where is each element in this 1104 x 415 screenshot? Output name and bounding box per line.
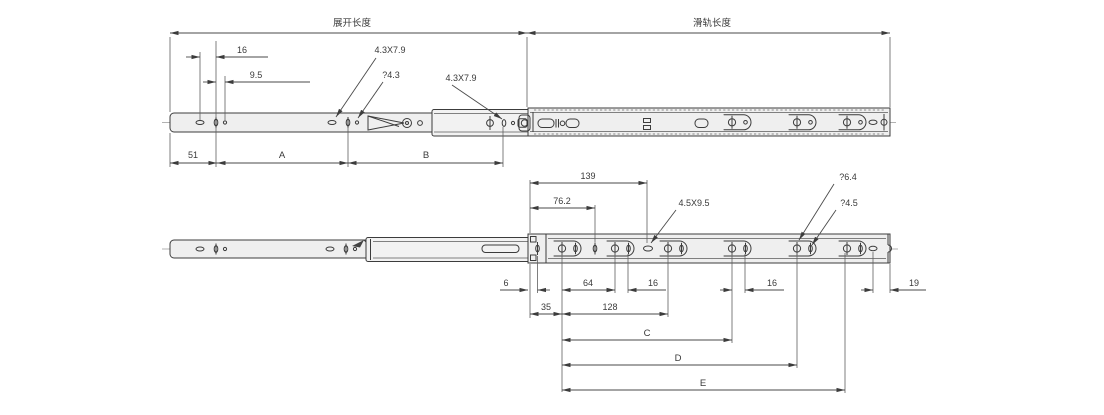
dim-e-label: E xyxy=(700,378,706,389)
callout-hole-dia: ?4.3 xyxy=(357,70,400,119)
dim-c: C xyxy=(562,328,732,343)
dim-19-label: 19 xyxy=(909,278,919,288)
dia-4-5-label: ?4.5 xyxy=(840,198,858,208)
rear-slot-label: 4.3X7.9 xyxy=(445,73,476,83)
dim-76-2-label: 76.2 xyxy=(553,196,571,206)
dim-35-label: 35 xyxy=(541,302,551,312)
top-view-extended: 展开长度 滑轨长度 16 9.5 4.3X7.9 ?4.3 xyxy=(162,17,896,167)
dim-16-rear-label: 16 xyxy=(767,278,777,288)
dim-c-label: C xyxy=(644,328,651,339)
callout-front-slot: 4.3X7.9 xyxy=(335,45,406,118)
latch-mark xyxy=(352,240,364,248)
callout-dia-6-4: ?6.4 xyxy=(798,172,857,241)
dim-expanded-length: 展开长度 滑轨长度 xyxy=(169,17,891,112)
dim-hole-spacing-16: 16 xyxy=(186,41,268,167)
dim-64-label: 64 xyxy=(583,278,593,288)
dim-e: E xyxy=(562,253,846,393)
dim-a-label: A xyxy=(279,150,286,161)
top-outer-rail xyxy=(518,107,891,137)
dim-row-290: 6 64 16 16 19 xyxy=(500,252,926,392)
dim-139: 139 xyxy=(529,171,648,243)
bottom-middle-rail xyxy=(365,237,531,262)
dim-row-314: 35 128 xyxy=(530,253,669,317)
spacing-9-5-label: 9.5 xyxy=(250,70,263,80)
top-middle-rail xyxy=(431,109,531,137)
dim-16-mid-label: 16 xyxy=(648,278,658,288)
dim-hole-spacing-9-5: 9.5 xyxy=(203,70,310,85)
bottom-inner-rail xyxy=(169,239,373,259)
slot-4-5x9-5-label: 4.5X9.5 xyxy=(678,198,709,208)
bottom-view-closed: 139 76.2 4.5X9.5 ?6.4 ?4.5 xyxy=(162,171,926,393)
callout-dia-4-5: ?4.5 xyxy=(811,198,858,246)
dim-6-label: 6 xyxy=(503,278,508,288)
dim-d-label: D xyxy=(675,353,682,364)
dim-51-label: 51 xyxy=(188,150,198,160)
hole-dia-label: ?4.3 xyxy=(382,70,400,80)
dia-6-4-label: ?6.4 xyxy=(839,172,857,182)
latch-lever xyxy=(367,115,423,131)
dim-b-label: B xyxy=(423,150,429,161)
dim-76-2: 76.2 xyxy=(530,196,596,242)
rail-length-label: 滑轨长度 xyxy=(693,17,732,29)
dim-139-label: 139 xyxy=(580,171,595,181)
dim-d: D xyxy=(562,253,798,368)
dim-chain-51-a-b: 51 A B xyxy=(169,127,504,167)
callout-slot-4-5x9-5: 4.5X9.5 xyxy=(650,198,710,244)
dim-128-label: 128 xyxy=(602,302,617,312)
front-slot-label: 4.3X7.9 xyxy=(374,45,405,55)
expanded-length-label: 展开长度 xyxy=(333,17,372,29)
spacing-16-label: 16 xyxy=(237,45,247,55)
callout-rear-slot: 4.3X7.9 xyxy=(445,73,503,120)
bottom-outer-rail xyxy=(527,233,892,264)
